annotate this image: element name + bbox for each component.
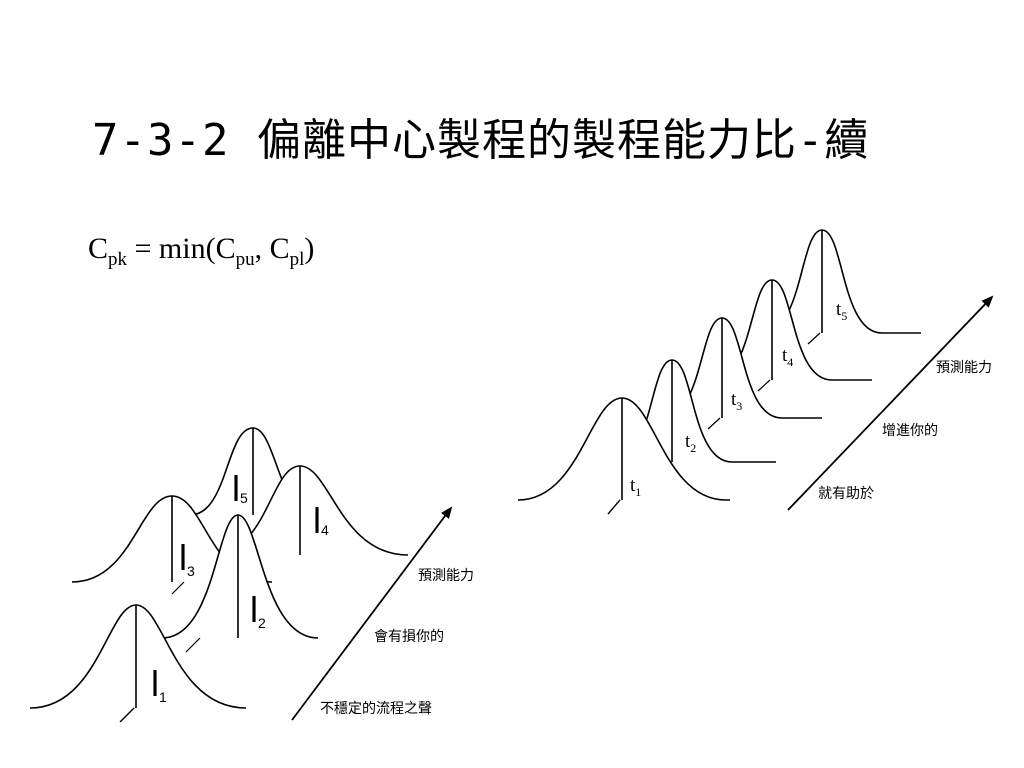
formula-c-pl: C [269, 232, 290, 265]
formula-sub-pu: pu [235, 249, 255, 270]
unstable-label-1: l1 [151, 663, 167, 705]
unstable-curve-2 [161, 514, 319, 653]
formula-sub-pl: pl [289, 249, 305, 270]
unstable-arrow-captions: 預測能力 會有損你的 不穩定的流程之聲 [320, 568, 474, 717]
unstable-caption-harm: 會有損你的 [374, 629, 444, 645]
unstable-label-2: l2 [250, 589, 266, 631]
unstable-label-3: l3 [179, 537, 195, 579]
unstable-label-5: l5 [232, 468, 248, 509]
formula-close: ) [304, 232, 315, 265]
cpk-formula: Cpk = min(Cpu, Cpl) [88, 232, 314, 271]
stable-label-3: t3 [731, 389, 742, 413]
stable-caption-helps: 就有助於 [818, 486, 874, 502]
unstable-label-4: l4 [313, 500, 329, 541]
stable-label-1: t1 [630, 475, 641, 499]
unstable-caption-predict: 預測能力 [418, 568, 474, 584]
formula-min-open: = min( [127, 232, 216, 265]
stable-label-4: t4 [782, 345, 793, 369]
unstable-curve-1 [29, 604, 247, 723]
stable-arrow-captions: 預測能力 增進你的 就有助於 [818, 360, 992, 502]
formula-c-pu: C [215, 232, 236, 265]
unstable-labels: l5 l4 l3 l2 l1 [151, 468, 329, 705]
formula-comma: , [254, 232, 270, 265]
formula-c-pk: C [88, 232, 109, 265]
stable-process-diagram [517, 229, 994, 515]
stable-curve-1 [517, 397, 730, 515]
formula-sub-pk: pk [108, 249, 128, 270]
unstable-process-diagram [29, 427, 453, 723]
stable-curve-5 [761, 229, 921, 345]
stable-label-2: t2 [685, 431, 696, 455]
stable-label-5: t5 [836, 299, 847, 323]
page-title: 7-3-2 偏離中心製程的製程能力比-續 [92, 115, 870, 166]
stable-time-labels: t5 t4 t3 t2 t1 [630, 299, 847, 499]
stable-caption-improve: 增進你的 [882, 423, 938, 439]
stable-trend-arrow [787, 295, 994, 511]
stable-caption-predict: 預測能力 [936, 360, 992, 376]
unstable-trend-arrow [291, 506, 453, 721]
unstable-caption-voice: 不穩定的流程之聲 [320, 700, 432, 717]
